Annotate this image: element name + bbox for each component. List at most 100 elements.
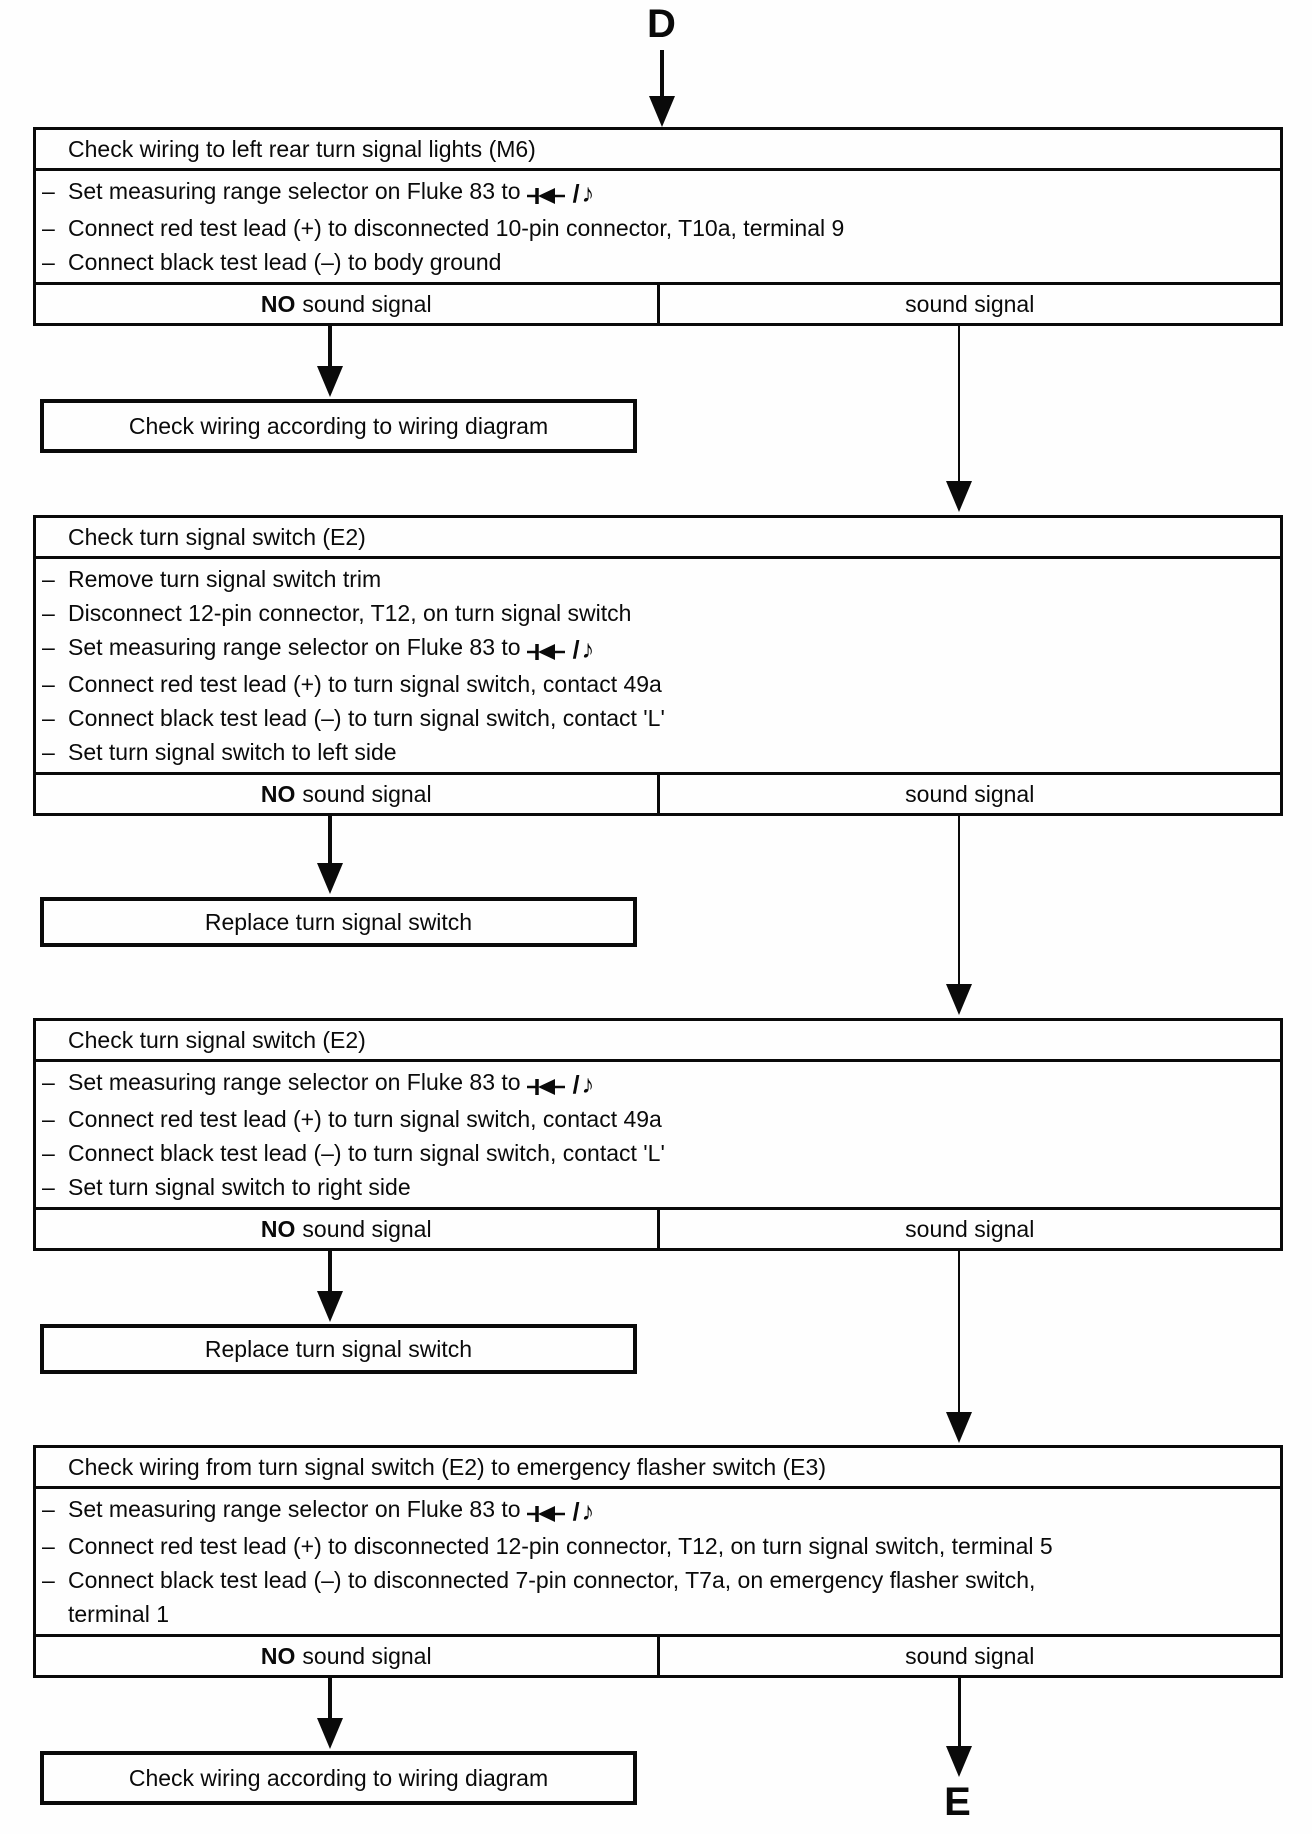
branch-arrow-line <box>328 1675 332 1720</box>
step-text: Set measuring range selector on Fluke 83… <box>68 634 521 660</box>
branch-arrow-head-icon <box>317 1718 343 1749</box>
outcome-no-prefix: NO <box>260 781 296 807</box>
step-dash: – <box>42 566 55 592</box>
branch-arrow-head-icon <box>317 863 343 894</box>
start-connector-label: D <box>647 2 677 46</box>
step-text: Connect red test lead (+) to turn signal… <box>68 671 662 697</box>
step-text: Set measuring range selector on Fluke 83… <box>68 1496 521 1522</box>
outcome-no-label: sound signal <box>302 1216 432 1242</box>
step-line: – Set turn signal switch to right side <box>42 1170 1272 1204</box>
diode-continuity-beeper-icon: /♪ <box>526 176 595 211</box>
start-arrow-head-icon <box>649 96 675 127</box>
branch-arrow-head-icon <box>946 984 972 1015</box>
box-steps: – Set measuring range selector on Fluke … <box>36 1489 1280 1634</box>
result-box-check-wiring: Check wiring according to wiring diagram <box>40 1751 637 1805</box>
diode-continuity-beeper-icon: /♪ <box>526 632 595 667</box>
result-box-check-wiring: Check wiring according to wiring diagram <box>40 399 637 453</box>
step-dash: – <box>42 215 55 241</box>
step-line: – Set turn signal switch to left side <box>42 735 1272 769</box>
step-text: Set turn signal switch to left side <box>68 739 397 765</box>
result-box-replace-switch: Replace turn signal switch <box>40 897 637 947</box>
step-text-continued: terminal 1 <box>68 1601 169 1627</box>
step-line: – Set measuring range selector on Fluke … <box>42 1492 1272 1529</box>
step-dash: – <box>42 1533 55 1559</box>
outcome-no-label: sound signal <box>302 781 432 807</box>
step-dash: – <box>42 249 55 275</box>
box-title: Check turn signal switch (E2) <box>36 1021 1280 1062</box>
branch-arrow-head-icon <box>317 366 343 397</box>
step-line: – Connect red test lead (+) to disconnec… <box>42 211 1272 245</box>
outcome-no-prefix: NO <box>260 1216 296 1242</box>
start-arrow-line <box>660 50 664 98</box>
box-title: Check wiring to left rear turn signal li… <box>36 130 1280 171</box>
diode-continuity-beeper-icon: /♪ <box>526 1494 595 1529</box>
outcome-sound: sound signal <box>656 1637 1281 1675</box>
branch-arrow-head-icon <box>946 1412 972 1443</box>
step-text: Connect black test lead (–) to disconnec… <box>68 1567 1036 1593</box>
outcome-no-prefix: NO <box>260 291 296 317</box>
process-box-check-left-rear-wiring: Check wiring to left rear turn signal li… <box>33 127 1283 326</box>
process-box-check-turn-signal-switch-left: Check turn signal switch (E2) – Remove t… <box>33 515 1283 816</box>
step-dash: – <box>42 1069 55 1095</box>
step-text: Set turn signal switch to right side <box>68 1174 411 1200</box>
step-line: – Connect red test lead (+) to turn sign… <box>42 1102 1272 1136</box>
box-steps: – Set measuring range selector on Fluke … <box>36 171 1280 282</box>
branch-arrow-line <box>958 1675 961 1748</box>
branch-arrow-head-icon <box>946 1746 972 1777</box>
step-text: Remove turn signal switch trim <box>68 566 382 592</box>
branch-arrow-line <box>328 323 332 368</box>
step-dash: – <box>42 705 55 731</box>
branch-arrow-line <box>958 813 960 986</box>
step-dash: – <box>42 1140 55 1166</box>
step-dash: – <box>42 634 55 660</box>
branch-arrow-line <box>328 1248 332 1293</box>
step-text: Connect black test lead (–) to body grou… <box>68 249 502 275</box>
outcome-sound: sound signal <box>656 775 1281 813</box>
branch-arrow-line <box>958 323 960 483</box>
step-text: Disconnect 12-pin connector, T12, on tur… <box>68 600 632 626</box>
diode-continuity-beeper-icon: /♪ <box>526 1067 595 1102</box>
box-title: Check wiring from turn signal switch (E2… <box>36 1448 1280 1489</box>
outcome-sound: sound signal <box>656 285 1281 323</box>
step-line: – Connect black test lead (–) to body gr… <box>42 245 1272 279</box>
result-box-replace-switch: Replace turn signal switch <box>40 1324 637 1374</box>
step-text: Set measuring range selector on Fluke 83… <box>68 178 521 204</box>
step-line: – Connect black test lead (–) to turn si… <box>42 1136 1272 1170</box>
step-dash: – <box>42 1174 55 1200</box>
branch-arrow-line <box>958 1248 960 1414</box>
process-box-check-wiring-e2-e3: Check wiring from turn signal switch (E2… <box>33 1445 1283 1678</box>
outcome-no-label: sound signal <box>302 1643 432 1669</box>
branch-arrow-line <box>328 813 332 865</box>
branch-arrow-head-icon <box>317 1291 343 1322</box>
step-dash: – <box>42 1567 55 1593</box>
step-text: Connect black test lead (–) to turn sign… <box>68 705 665 731</box>
step-line: – Connect red test lead (+) to turn sign… <box>42 667 1272 701</box>
step-dash: – <box>42 600 55 626</box>
step-dash: – <box>42 1106 55 1132</box>
step-line: – Set measuring range selector on Fluke … <box>42 174 1272 211</box>
step-line: – Remove turn signal switch trim <box>42 562 1272 596</box>
step-line: – Set measuring range selector on Fluke … <box>42 630 1272 667</box>
box-title: Check turn signal switch (E2) <box>36 518 1280 559</box>
step-line: – Set measuring range selector on Fluke … <box>42 1065 1272 1102</box>
outcome-no-label: sound signal <box>302 291 432 317</box>
step-line: – Connect black test lead (–) to disconn… <box>42 1563 1272 1631</box>
box-steps: – Remove turn signal switch trim – Disco… <box>36 559 1280 772</box>
step-text: Connect red test lead (+) to disconnecte… <box>68 1533 1053 1559</box>
step-text: Connect red test lead (+) to disconnecte… <box>68 215 845 241</box>
step-text: Set measuring range selector on Fluke 83… <box>68 1069 521 1095</box>
outcome-no-prefix: NO <box>260 1643 296 1669</box>
step-dash: – <box>42 739 55 765</box>
step-dash: – <box>42 1496 55 1522</box>
branch-arrow-head-icon <box>946 481 972 512</box>
step-line: – Connect black test lead (–) to turn si… <box>42 701 1272 735</box>
